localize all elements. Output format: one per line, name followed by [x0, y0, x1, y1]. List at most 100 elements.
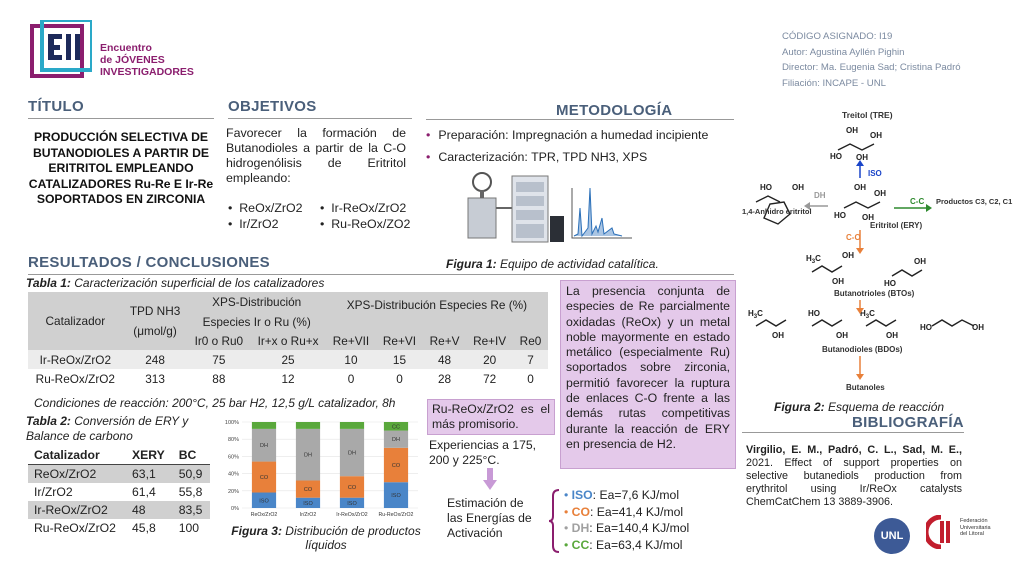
- bar-segment-co: [251, 461, 277, 493]
- tabla1-header-xps-re: XPS-Distribución Especies Re (%): [346, 298, 528, 312]
- bar-segment-co: [383, 447, 409, 483]
- bracket-icon: [548, 488, 561, 554]
- segment-label: CO: [348, 485, 357, 491]
- svg-text:HO: HO: [884, 279, 896, 288]
- svg-text:HO: HO: [920, 323, 932, 332]
- bar-segment-co: [339, 476, 365, 498]
- segment-label: DH: [392, 437, 400, 443]
- btos-label: Butanotrioles (BTOs): [834, 289, 915, 298]
- metodologia-heading: METODOLOGÍA: [556, 102, 673, 119]
- equipment-illustration: [462, 168, 662, 248]
- cc-label: C-C: [910, 197, 924, 206]
- bar-segment-iso: [251, 492, 277, 508]
- segment-label: DH: [304, 453, 312, 459]
- svg-text:OH: OH: [842, 251, 854, 260]
- bar-segment-iso: [339, 497, 365, 508]
- x-tick-label: Ru-ReOx/ZrO2: [379, 512, 414, 518]
- resultados-heading: RESULTADOS / CONCLUSIONES: [28, 254, 270, 271]
- svg-text:OH: OH: [846, 126, 858, 135]
- fed-logo-text: Federación Universitaria del Litoral: [960, 518, 991, 537]
- svg-text:OH: OH: [914, 257, 926, 266]
- bar-segment-dh: [339, 428, 365, 477]
- svg-text:OH: OH: [972, 323, 984, 332]
- fig3-caption: Figura 3: Distribución de productos líqu…: [231, 524, 421, 552]
- tabla1-sub: Re+VII: [332, 334, 370, 348]
- svg-text:OH: OH: [792, 183, 804, 192]
- resultados-rule: [28, 274, 734, 275]
- fig1-caption: Figura 1: Equipo de actividad catalítica…: [446, 257, 659, 271]
- bdos-label: Butanodioles (BDOs): [822, 345, 903, 354]
- objetivos-heading: OBJETIVOS: [228, 98, 317, 115]
- tabla1-sub: Ir0 o Ru0: [194, 334, 244, 348]
- ejj-logo: [28, 18, 94, 84]
- objetivos-text: Favorecer la formación de Butanodioles a…: [226, 126, 406, 185]
- svg-text:OH: OH: [836, 331, 848, 340]
- unl-logo: UNL: [874, 518, 910, 554]
- metodologia-item: •Caracterización: TPR, TPD NH3, XPS: [426, 150, 648, 164]
- tabla1-header-catalizador: Catalizador: [45, 314, 106, 328]
- svg-text:OH: OH: [874, 189, 886, 198]
- bibliografia-heading: BIBLIOGRAFÍA: [852, 414, 964, 431]
- bar-segment-cc: [339, 422, 365, 429]
- fig2-caption: Figura 2: Esquema de reacción: [774, 400, 945, 414]
- bar-segment-dh: [251, 428, 277, 462]
- bibliografia-rule: [742, 432, 964, 433]
- x-tick-label: Ir-ReOx/ZrO2: [336, 512, 368, 518]
- metodologia-rule: [426, 119, 734, 120]
- promising-box: Ru-ReOx/ZrO2 es el más promisorio.: [427, 399, 555, 435]
- svg-text:HO: HO: [808, 309, 820, 318]
- ea-item: • DH: Ea=140,4 KJ/mol: [564, 521, 690, 535]
- y-tick-label: 40%: [228, 472, 239, 478]
- bar-segment-iso: [383, 482, 409, 508]
- metodologia-list: •Preparación: Impregnación a humedad inc…: [426, 124, 708, 168]
- metodologia-item: •Preparación: Impregnación a humedad inc…: [426, 128, 709, 142]
- butanoles-label: Butanoles: [846, 383, 885, 392]
- condiciones-text: Condiciones de reacción: 200°C, 25 bar H…: [34, 396, 396, 410]
- bar-segment-iso: [295, 497, 321, 508]
- bar-segment-cc: [383, 422, 409, 431]
- segment-label: ISO: [303, 501, 313, 507]
- segment-label: ISO: [259, 498, 269, 504]
- ea-item: • CO: Ea=41,4 KJ/mol: [564, 504, 684, 519]
- conclusion-box: La presencia conjunta de especies de Re …: [560, 280, 736, 469]
- svg-text:H3C: H3C: [748, 309, 763, 320]
- tabla1-sub: Re+VI: [382, 334, 417, 348]
- segment-label: CO: [260, 475, 269, 481]
- x-tick-label: Ir/ZrO2: [300, 512, 317, 518]
- ea-item: • ISO: Ea=7,6 KJ/mol: [564, 488, 680, 502]
- titulo-heading: TÍTULO: [28, 98, 84, 115]
- tabla1-sub: Re+IV: [473, 334, 507, 348]
- event-name: Encuentro de JÓVENES INVESTIGADORES: [100, 42, 194, 78]
- productos-label: Productos C3, C2, C1: [936, 197, 1012, 206]
- down-arrow-icon: [483, 468, 497, 490]
- experiencias-text: Experiencias a 175, 200 y 225°C.: [429, 438, 537, 467]
- iso-label: ISO: [868, 169, 882, 178]
- estimacion-text: Estimación de las Energías de Activación: [447, 496, 532, 540]
- x-tick-label: ReOx/ZrO2: [251, 512, 278, 518]
- titulo-rule: [28, 118, 214, 119]
- svg-text:HO: HO: [830, 152, 842, 161]
- ea-item: • CC: Ea=63,4 KJ/mol: [564, 537, 683, 552]
- poster-meta: CÓDIGO ASIGNADO: I19 Autor: Agustina Ayl…: [782, 31, 961, 89]
- y-tick-label: 20%: [228, 489, 239, 495]
- bar-segment-cc: [251, 422, 277, 429]
- svg-text:H3C: H3C: [806, 254, 821, 265]
- treitol-label: Treitol (TRE): [842, 110, 893, 120]
- y-tick-label: 0%: [231, 506, 239, 512]
- svg-text:HO: HO: [834, 211, 846, 220]
- bar-segment-cc: [295, 422, 321, 429]
- fed-logo-icon: [923, 514, 956, 550]
- bar-segment-dh: [295, 428, 321, 481]
- segment-label: ISO: [347, 501, 357, 507]
- segment-label: CC: [392, 424, 400, 430]
- dh-label: DH: [814, 191, 826, 200]
